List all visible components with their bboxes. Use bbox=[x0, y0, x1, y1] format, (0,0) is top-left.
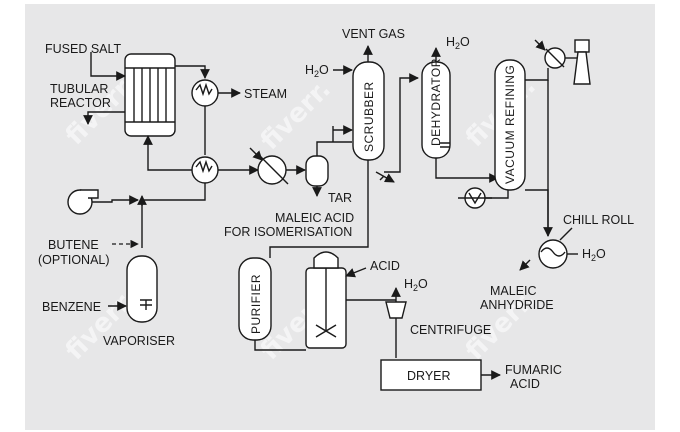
vaporiser bbox=[126, 255, 158, 323]
label-fumaric-acid: ACID bbox=[510, 377, 540, 391]
label-centrifuge: CENTRIFUGE bbox=[410, 323, 491, 337]
label-reactor: REACTOR bbox=[50, 96, 111, 110]
tar-separator bbox=[305, 155, 329, 187]
label-dryer: DRYER bbox=[407, 369, 451, 383]
label-h2o-centrifuge: H2O bbox=[404, 277, 428, 293]
isomerisation-reactor bbox=[305, 251, 347, 349]
label-steam: STEAM bbox=[244, 87, 287, 101]
label-vent-gas: VENT GAS bbox=[342, 27, 405, 41]
label-maleic-acid: MALEIC ACID bbox=[275, 211, 354, 225]
label-fused-salt: FUSED SALT bbox=[45, 42, 122, 56]
label-tubular: TUBULAR bbox=[50, 82, 108, 96]
label-fumaric: FUMARIC bbox=[505, 363, 562, 377]
label-h2o-dehydrator: H2O bbox=[446, 35, 470, 51]
steam-generator bbox=[191, 79, 219, 107]
label-h2o-scrubber: H2O bbox=[305, 63, 329, 79]
dryer bbox=[380, 359, 482, 391]
label-vaporiser: VAPORISER bbox=[103, 334, 175, 348]
centrifuge bbox=[385, 301, 407, 319]
tubular-reactor bbox=[124, 53, 176, 137]
vacuum-jet bbox=[573, 39, 591, 85]
label-tar: TAR bbox=[328, 191, 352, 205]
label-for-isomerisation: FOR ISOMERISATION bbox=[224, 225, 352, 239]
label-purifier: PURIFIER bbox=[249, 274, 263, 334]
label-optional: (OPTIONAL) bbox=[38, 253, 110, 267]
label-chill-roll: CHILL ROLL bbox=[563, 213, 634, 227]
label-anhydride: ANHYDRIDE bbox=[480, 298, 554, 312]
label-maleic: MALEIC bbox=[490, 284, 537, 298]
label-h2o-chill: H2O bbox=[582, 247, 606, 263]
condenser bbox=[257, 155, 289, 185]
label-butene: BUTENE bbox=[48, 238, 99, 252]
gas-cooler bbox=[191, 156, 219, 184]
label-vacuum-refining: VACUUM REFINING bbox=[503, 65, 517, 184]
label-dehydrator: DEHYDRATOR bbox=[429, 58, 443, 146]
vacuum-refining-column bbox=[494, 59, 526, 191]
label-benzene: BENZENE bbox=[42, 300, 101, 314]
label-acid: ACID bbox=[370, 259, 400, 273]
label-scrubber: SCRUBBER bbox=[362, 81, 376, 152]
chill-roll bbox=[538, 239, 568, 269]
overhead-condenser bbox=[544, 47, 566, 69]
